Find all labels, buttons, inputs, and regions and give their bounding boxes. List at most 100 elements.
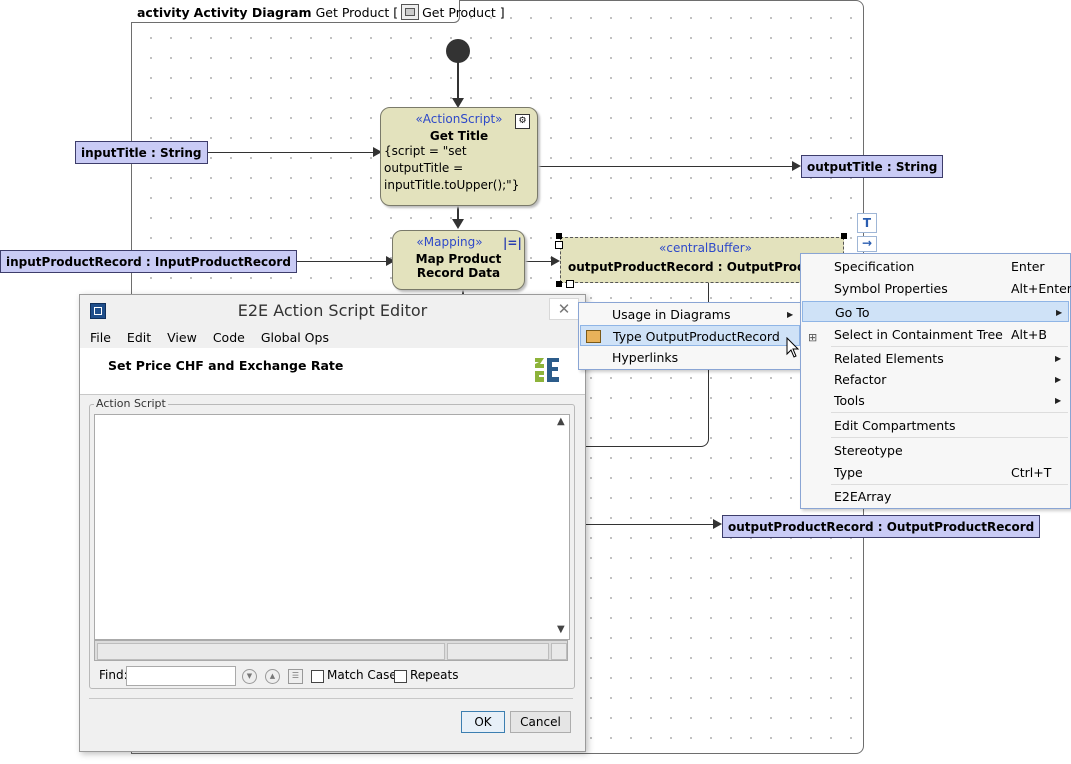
- menu-file[interactable]: File: [80, 326, 117, 347]
- selection-handle[interactable]: [841, 233, 847, 239]
- action-name: Get Title: [381, 129, 537, 143]
- menu-item-stereotype[interactable]: Stereotype: [801, 440, 1070, 461]
- mouse-cursor-icon: [786, 337, 800, 359]
- selection-handle[interactable]: [556, 233, 562, 239]
- script-line: outputTitle =: [384, 160, 537, 177]
- buffer-stereotype: «centralBuffer»: [659, 241, 752, 255]
- diagram-frame-title: activity Activity Diagram Get Product [G…: [137, 4, 505, 20]
- action-name-line1: Map Product: [393, 252, 524, 266]
- match-case-checkbox[interactable]: [311, 670, 324, 683]
- menu-item-label: Related Elements: [834, 348, 944, 369]
- edge-mapping-to-buffer: [524, 261, 552, 262]
- submenu-item-type-output-product-record[interactable]: Type OutputProductRecord: [580, 325, 800, 346]
- menu-item-e2earray[interactable]: E2EArray: [801, 486, 1070, 507]
- status-bar: [94, 640, 568, 661]
- scroll-up-icon[interactable]: ▲: [557, 416, 565, 427]
- edge-initial-to-get-title: [457, 62, 459, 100]
- menu-global-ops[interactable]: Global Ops: [251, 326, 335, 347]
- find-next-icon[interactable]: ▼: [242, 669, 257, 684]
- edge-to-output-product-record: [584, 524, 714, 525]
- edge-output-title: [537, 166, 792, 167]
- menu-item-label: Edit Compartments: [834, 415, 956, 436]
- menu-item-edit-compartments[interactable]: Edit Compartments: [801, 415, 1070, 436]
- menu-separator: [831, 484, 1068, 485]
- menu-separator: [831, 437, 1068, 438]
- frame-diagram-name: Activity Diagram: [194, 5, 312, 20]
- menu-item-label: E2EArray: [834, 486, 891, 507]
- menu-edit[interactable]: Edit: [117, 326, 157, 347]
- menu-item-select-in-containment-tree[interactable]: ⊞ Select in Containment Tree Alt+B: [801, 324, 1070, 345]
- menu-item-label: Type: [834, 462, 863, 483]
- menu-view[interactable]: View: [157, 326, 203, 347]
- status-segment: [551, 643, 567, 660]
- dialog-heading: Set Price CHF and Exchange Rate: [108, 358, 343, 373]
- action-script-editor-dialog: E2E Action Script Editor ✕ FileEditViewC…: [79, 294, 586, 752]
- menu-item-shortcut: Alt+B: [1011, 324, 1047, 345]
- menu-item-label: Stereotype: [834, 440, 903, 461]
- arrowhead: [452, 219, 464, 229]
- action-script-body: {script = "set outputTitle = inputTitle.…: [381, 143, 537, 194]
- action-name-line2: Record Data: [393, 266, 524, 280]
- close-icon[interactable]: ✕: [549, 298, 579, 320]
- menu-item-specification[interactable]: Specification Enter: [801, 256, 1070, 277]
- action-stereotype: «ActionScript»: [381, 112, 537, 126]
- chevron-right-icon: ▶: [1056, 302, 1062, 323]
- find-input[interactable]: [126, 666, 236, 686]
- resize-handle[interactable]: [566, 280, 574, 288]
- submenu-item-hyperlinks[interactable]: Hyperlinks: [579, 347, 801, 368]
- scroll-down-icon[interactable]: ▼: [557, 624, 565, 635]
- cancel-button[interactable]: Cancel: [510, 711, 571, 733]
- selection-handle[interactable]: [556, 281, 562, 287]
- menu-item-shortcut: Enter: [1011, 256, 1045, 277]
- menu-item-related-elements[interactable]: Related Elements ▶: [801, 348, 1070, 369]
- dialog-menubar: FileEditViewCodeGlobal Ops: [80, 326, 585, 348]
- find-previous-icon[interactable]: ▲: [265, 669, 280, 684]
- menu-item-tools[interactable]: Tools ▶: [801, 390, 1070, 411]
- menu-item-type[interactable]: Type Ctrl+T: [801, 462, 1070, 483]
- chevron-right-icon: ▶: [1055, 348, 1061, 369]
- menu-item-label: Refactor: [834, 369, 886, 390]
- buffer-name: outputProductRecord : OutputProductR: [568, 260, 836, 274]
- compartment-toggle[interactable]: [555, 241, 563, 249]
- action-stereotype: «Mapping»: [393, 235, 506, 249]
- text-tool-icon[interactable]: T: [857, 213, 877, 233]
- chevron-right-icon: ▶: [1055, 390, 1061, 411]
- menu-separator: [831, 412, 1068, 413]
- frame-owner: Get Product [: [316, 5, 399, 20]
- menu-item-label: Symbol Properties: [834, 278, 948, 299]
- pin-input-product-record[interactable]: inputProductRecord : InputProductRecord: [0, 250, 297, 273]
- menu-separator: [831, 346, 1068, 347]
- chevron-right-icon: ▶: [1055, 369, 1061, 390]
- find-options-icon[interactable]: ☰: [288, 669, 303, 684]
- submenu-item-usage-in-diagrams[interactable]: Usage in Diagrams ▶: [579, 304, 801, 325]
- frame-owner-link: Get Product ]: [422, 5, 505, 20]
- e2e-logo-icon: [532, 356, 562, 384]
- menu-item-label: Go To: [835, 302, 869, 323]
- script-gear-icon: ⚙: [515, 114, 530, 129]
- menu-item-symbol-properties[interactable]: Symbol Properties Alt+Enter: [801, 278, 1070, 299]
- arrow-tool-icon[interactable]: →: [857, 236, 877, 252]
- arrowhead: [792, 161, 801, 171]
- action-script-textarea[interactable]: [94, 414, 570, 640]
- script-line: {script = "set: [384, 143, 537, 160]
- submenu-item-label: Type OutputProductRecord: [613, 326, 780, 347]
- submenu-item-label: Hyperlinks: [612, 347, 678, 368]
- action-get-title[interactable]: «ActionScript» Get Title {script = "set …: [380, 107, 538, 206]
- pin-input-title[interactable]: inputTitle : String: [75, 141, 208, 164]
- repeats-checkbox[interactable]: [394, 670, 407, 683]
- pin-output-title[interactable]: outputTitle : String: [801, 155, 943, 178]
- class-icon: [586, 330, 601, 343]
- menu-code[interactable]: Code: [203, 326, 251, 347]
- chevron-right-icon: ▶: [787, 304, 793, 325]
- menu-item-refactor[interactable]: Refactor ▶: [801, 369, 1070, 390]
- initial-node[interactable]: [446, 39, 470, 63]
- status-segment: [447, 643, 549, 660]
- pin-output-product-record[interactable]: outputProductRecord : OutputProductRecor…: [722, 515, 1040, 538]
- arrowhead: [713, 519, 722, 529]
- dialog-header: Set Price CHF and Exchange Rate: [80, 348, 585, 395]
- context-menu: Specification Enter Symbol Properties Al…: [800, 253, 1071, 509]
- menu-item-go-to[interactable]: Go To ▶: [802, 301, 1069, 322]
- repeats-label: Repeats: [410, 668, 459, 682]
- ok-button[interactable]: OK: [461, 711, 505, 733]
- action-map-product[interactable]: «Mapping» Map Product Record Data |=|: [392, 230, 525, 290]
